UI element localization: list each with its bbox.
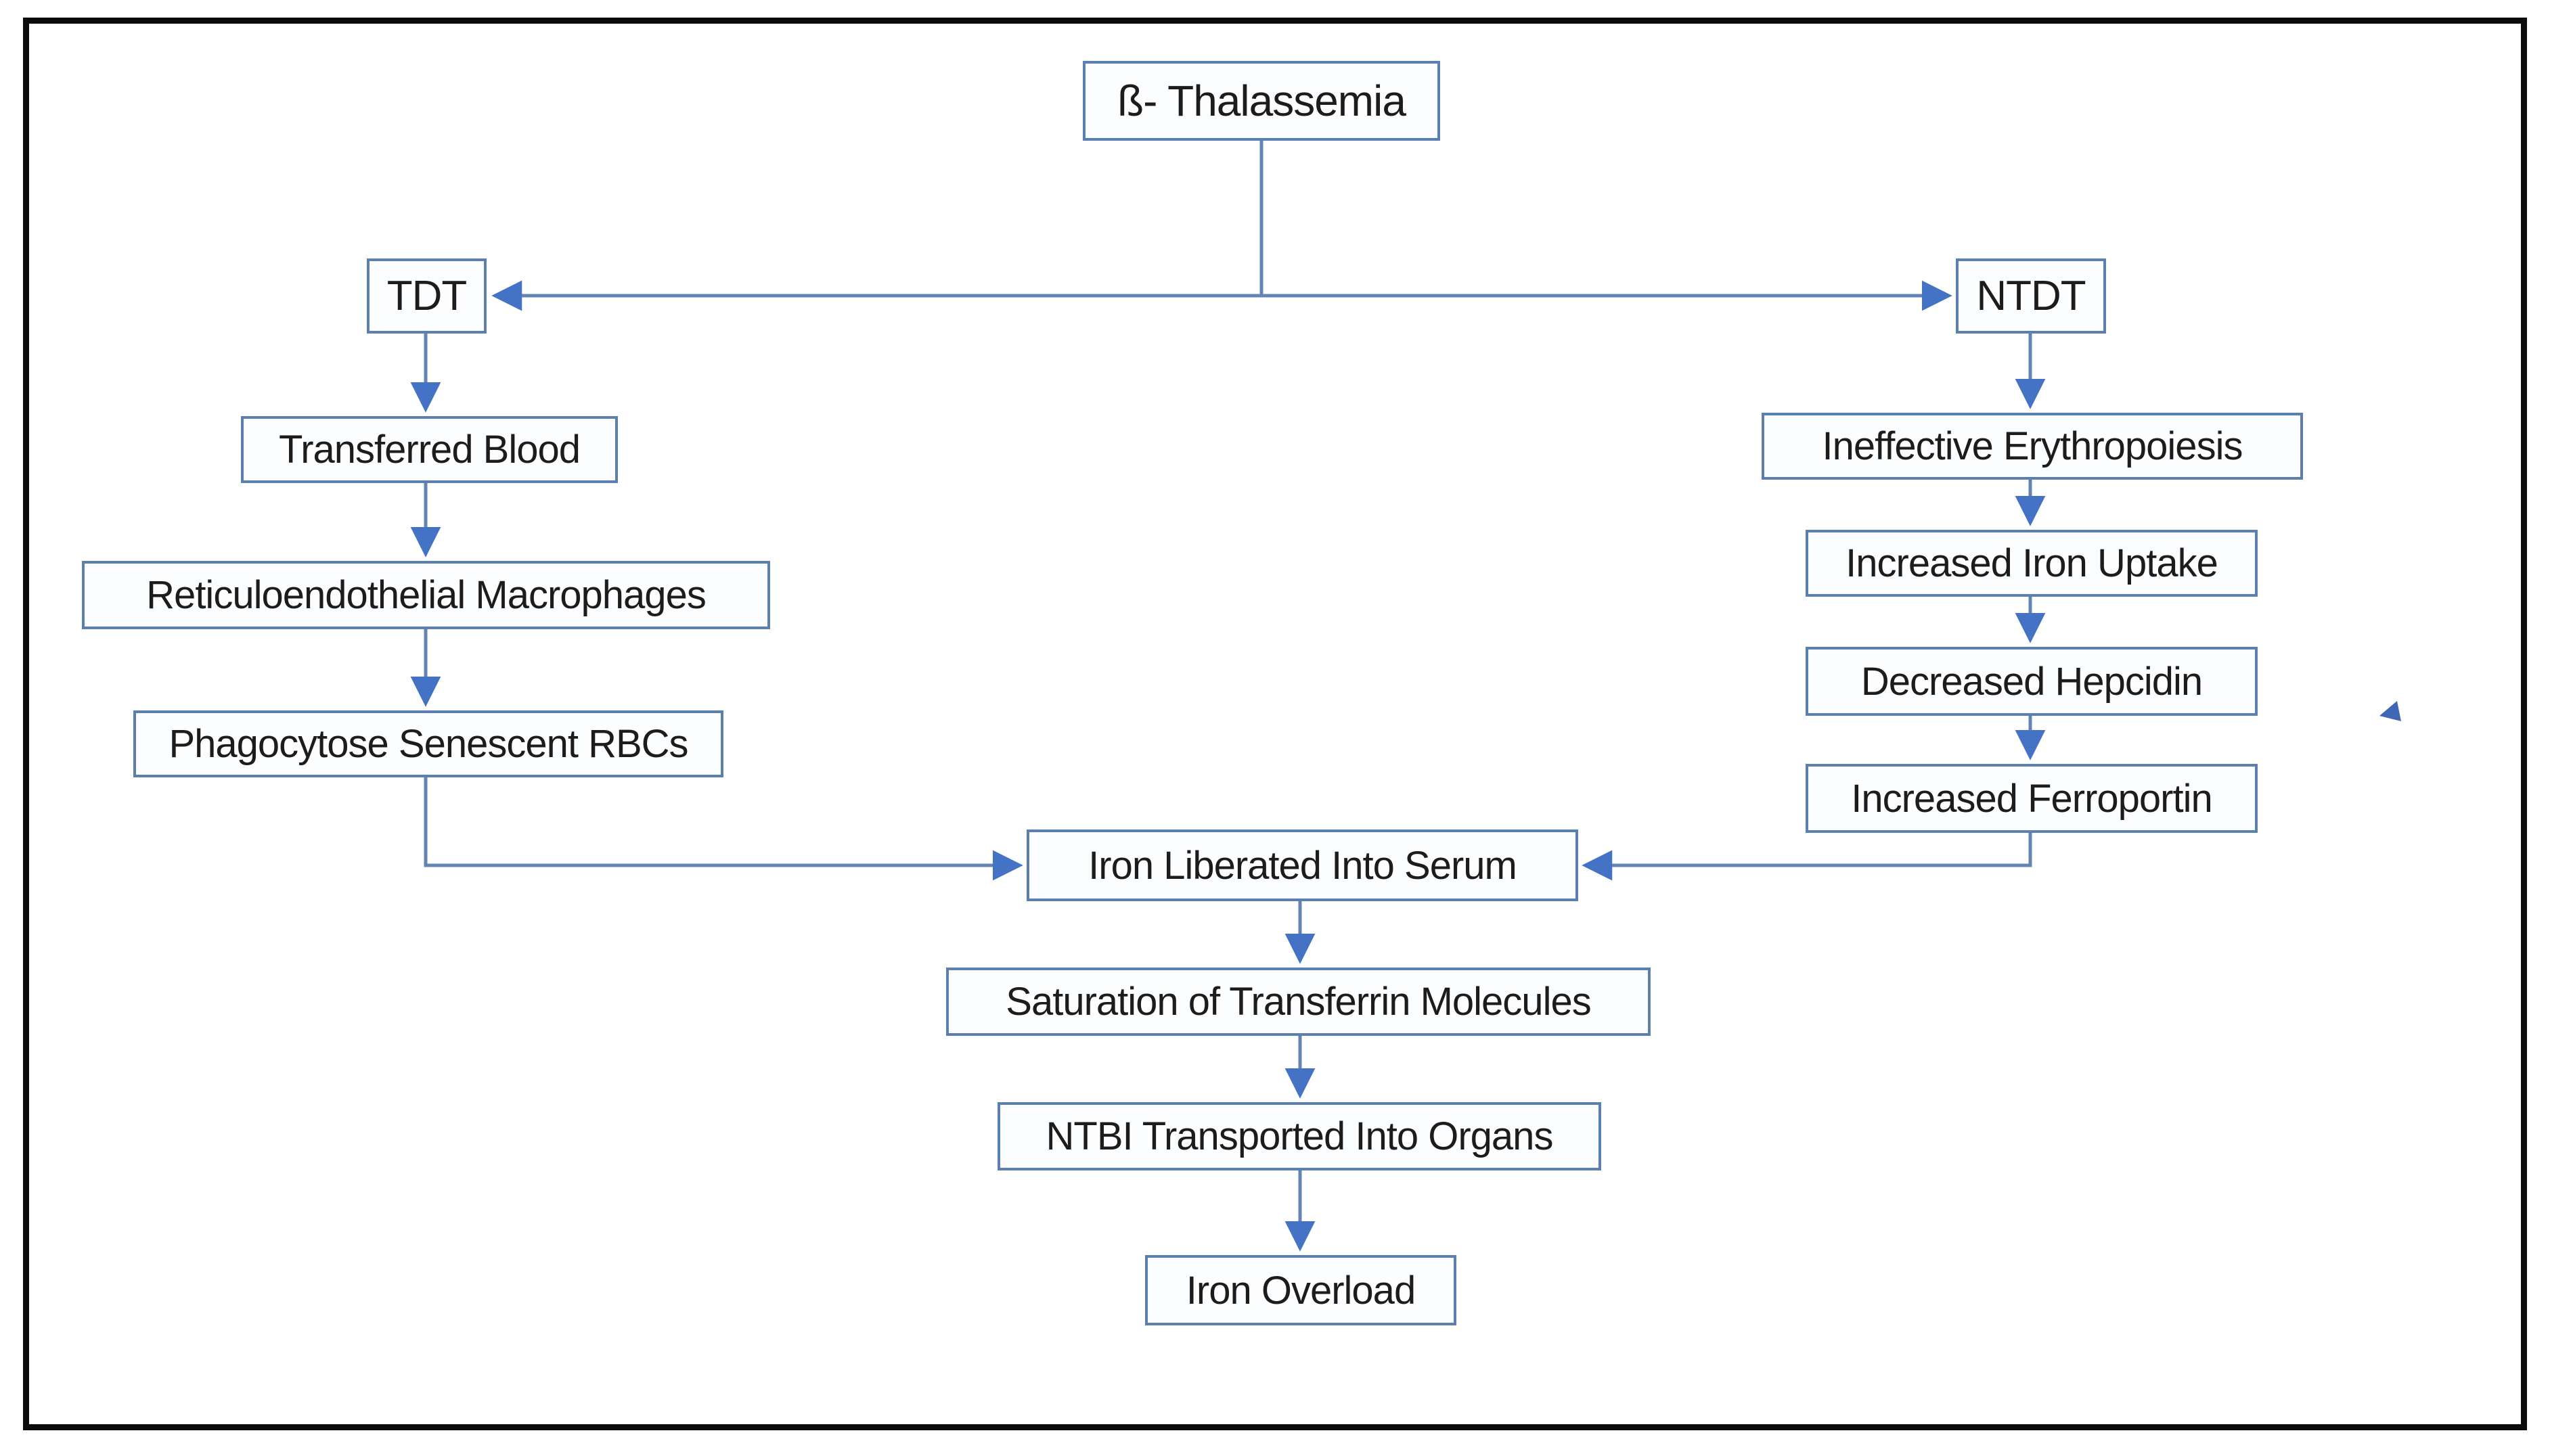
node-saturation-of-transferrin-molecules: Saturation of Transferrin Molecules (946, 968, 1651, 1036)
node-ntdt: NTDT (1956, 258, 2106, 334)
node-phagocytose-senescent-rbcs: Phagocytose Senescent RBCs (133, 710, 723, 777)
node-thalassemia: ß- Thalassemia (1083, 61, 1440, 141)
node-iron-overload: Iron Overload (1145, 1255, 1456, 1325)
node-increased-ferroportin: Increased Ferroportin (1806, 764, 2258, 833)
node-transferred-blood: Transferred Blood (241, 416, 618, 483)
node-decreased-hepcidin: Decreased Hepcidin (1806, 647, 2258, 716)
node-ineffective-erythropoiesis: Ineffective Erythropoiesis (1762, 413, 2303, 480)
edge-ferroportin-to-iron-liberated (1582, 833, 2032, 881)
edge-phagocytose-to-iron-liberated (424, 777, 1023, 881)
stray-arrowhead-icon (2379, 701, 2401, 721)
node-reticuloendothelial-macrophages: Reticuloendothelial Macrophages (82, 561, 770, 629)
node-increased-iron-uptake: Increased Iron Uptake (1806, 530, 2258, 597)
node-ntbi-transported-into-organs: NTBI Transported Into Organs (998, 1102, 1601, 1170)
node-iron-liberated-into-serum: Iron Liberated Into Serum (1027, 829, 1578, 901)
node-tdt: TDT (367, 258, 487, 334)
